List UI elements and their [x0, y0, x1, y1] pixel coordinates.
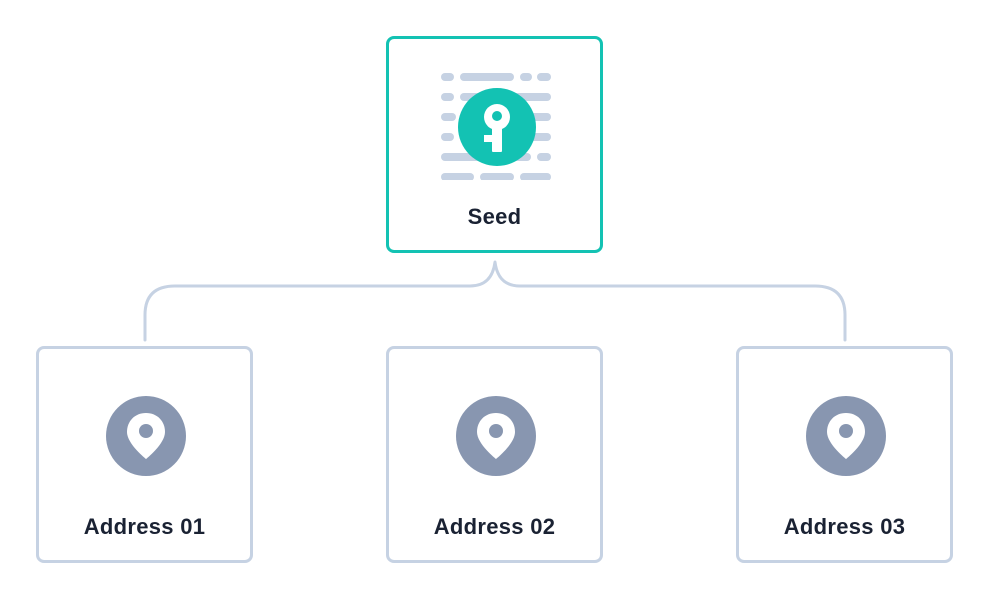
address-label: Address 03	[783, 514, 906, 539]
address-label: Address 02	[433, 514, 556, 539]
location-pin-icon	[456, 396, 536, 476]
seed-card[interactable]: Seed	[386, 36, 603, 253]
address-card-01[interactable]: Address 01	[36, 346, 253, 563]
address-card-03[interactable]: Address 03	[736, 346, 953, 563]
location-pin-icon	[806, 396, 886, 476]
address-card-02[interactable]: Address 02	[386, 346, 603, 563]
address-label: Address 01	[83, 514, 206, 539]
location-pin-icon	[106, 396, 186, 476]
seed-document-icon	[441, 73, 551, 180]
seed-label: Seed	[467, 204, 522, 229]
